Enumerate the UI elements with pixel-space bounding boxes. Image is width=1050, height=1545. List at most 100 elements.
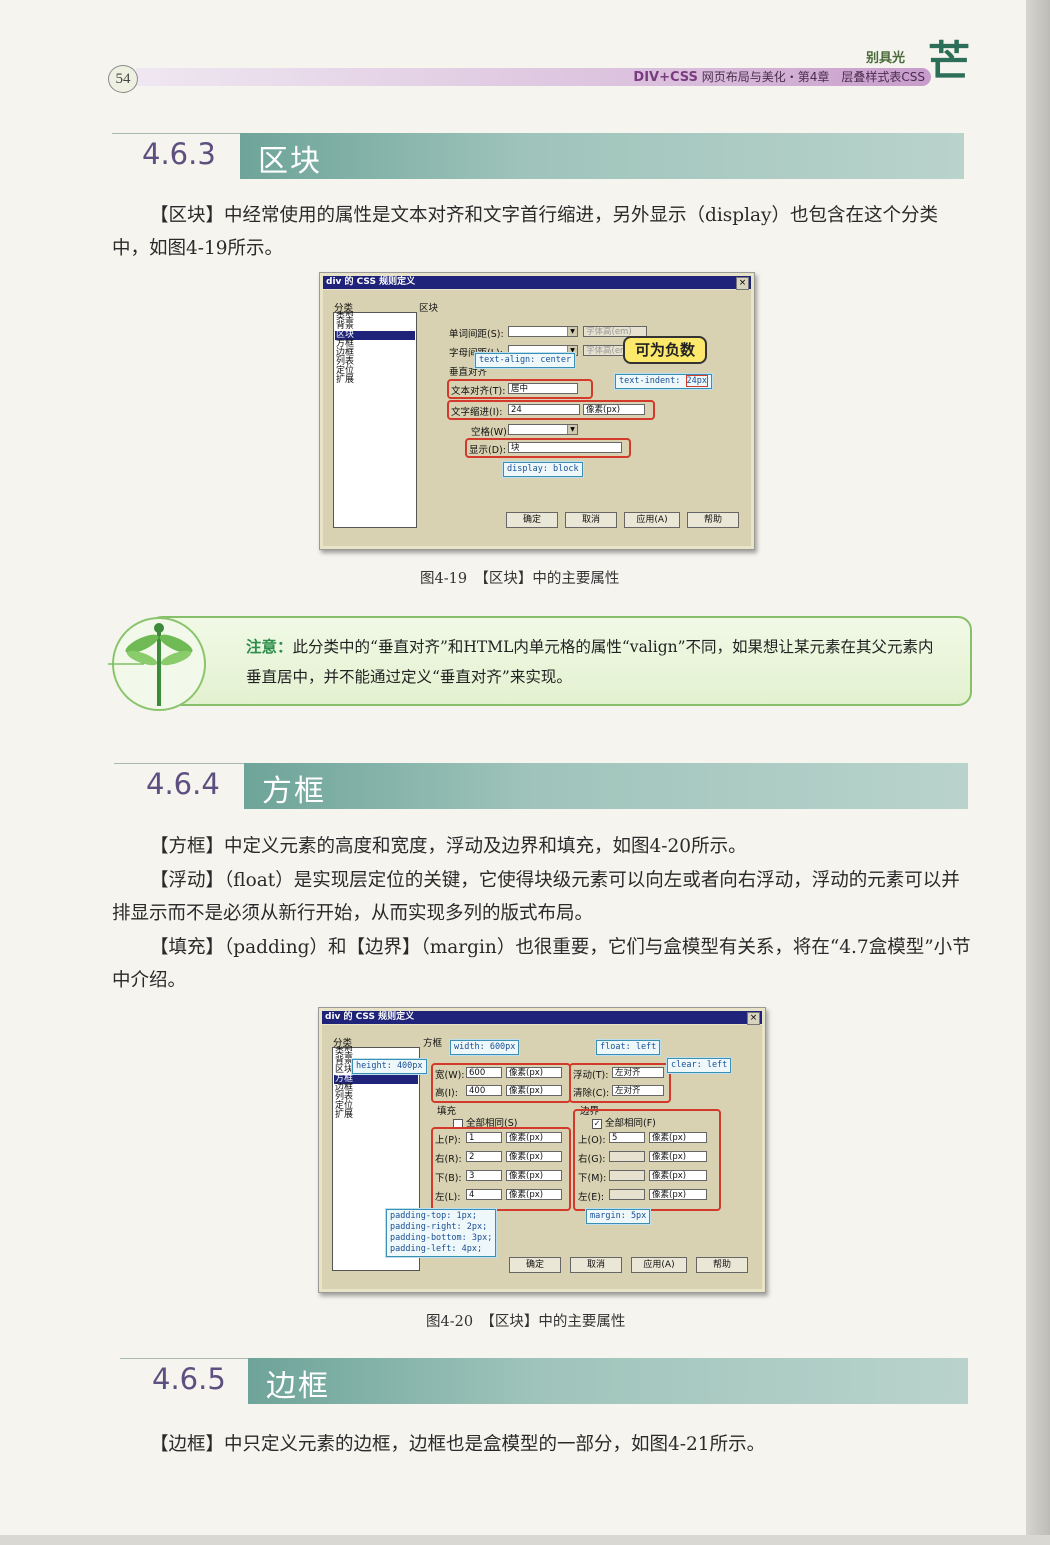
note-body: 此分类中的“垂直对齐”和HTML内单元格的属性“valign”不同，如果想让某元… — [246, 638, 934, 686]
note-text: 注意：此分类中的“垂直对齐”和HTML内单元格的属性“valign”不同，如果想… — [246, 632, 946, 692]
apply-button[interactable]: 应用(A) — [631, 1257, 687, 1273]
padding-same-label: 全部相同(S) — [466, 1118, 518, 1129]
height-input[interactable]: 400 — [466, 1085, 502, 1096]
section-title: 区块 — [258, 144, 322, 179]
ok-button[interactable]: 确定 — [506, 512, 558, 528]
pad-left-label: 左(L): — [435, 1192, 461, 1203]
pad-top-unit[interactable]: 像素(px) — [506, 1132, 562, 1143]
callout-text-indent-value: 24px — [685, 375, 709, 387]
category-item[interactable]: 定位 — [336, 366, 355, 376]
margin-right-unit[interactable]: 像素(px) — [649, 1151, 707, 1162]
category-item-selected[interactable]: 方框 — [335, 1074, 354, 1084]
margin-bottom-unit[interactable]: 像素(px) — [649, 1170, 707, 1181]
panel-header: 区块 — [419, 303, 439, 314]
cancel-button[interactable]: 取消 — [565, 512, 617, 528]
clear-select[interactable]: 左对齐 — [612, 1085, 664, 1096]
category-item[interactable]: 背景 — [335, 1056, 354, 1066]
cancel-button[interactable]: 取消 — [570, 1257, 622, 1273]
pad-bottom-unit[interactable]: 像素(px) — [506, 1170, 562, 1181]
display-select[interactable]: 块 — [508, 442, 622, 453]
category-list[interactable]: 类型 背景 区块 方框 边框 列表 定位 扩展 — [333, 312, 417, 528]
margin-left-input[interactable] — [609, 1189, 645, 1200]
pad-bottom-input[interactable]: 3 — [466, 1170, 502, 1181]
ok-button[interactable]: 确定 — [509, 1257, 561, 1273]
category-item[interactable]: 定位 — [335, 1101, 354, 1111]
help-button[interactable]: 帮助 — [696, 1257, 748, 1273]
selected-category-highlight — [334, 1075, 418, 1084]
highlight-display — [465, 438, 631, 458]
help-button[interactable]: 帮助 — [687, 512, 739, 528]
float-select[interactable]: 左对齐 — [612, 1067, 664, 1078]
pad-right-input[interactable]: 2 — [466, 1151, 502, 1162]
running-head-bar: DIV+CSS 网页布局与美化・第4章 层叠样式表CSS — [136, 68, 931, 86]
category-item[interactable]: 扩展 — [335, 1110, 354, 1120]
width-label: 宽(W): — [435, 1070, 465, 1081]
category-item[interactable]: 边框 — [336, 348, 355, 358]
highlight-float-clear — [569, 1063, 671, 1103]
callout-width: width: 600px — [450, 1040, 520, 1055]
section-title: 方框 — [262, 774, 326, 809]
heading-rule — [112, 133, 242, 134]
page-number: 54 — [108, 65, 138, 93]
book-series: DIV+CSS — [633, 70, 698, 85]
paragraph: 【边框】中只定义元素的边框，边框也是盒模型的一部分，如图4-21所示。 — [150, 1434, 766, 1455]
pad-left-input[interactable]: 4 — [466, 1189, 502, 1200]
negative-value-bubble: 可为负数 — [623, 336, 707, 364]
category-item[interactable]: 列表 — [335, 1092, 354, 1102]
dragonfly-icon — [108, 617, 206, 711]
margin-top-unit[interactable]: 像素(px) — [649, 1132, 707, 1143]
margin-same-checkbox[interactable]: ✓全部相同(F) — [592, 1115, 656, 1129]
margin-right-input[interactable] — [609, 1151, 645, 1162]
chevron-down-icon: ▼ — [567, 425, 577, 434]
margin-group-title: 边界 — [580, 1106, 600, 1117]
height-unit[interactable]: 像素(px) — [506, 1085, 562, 1096]
category-item[interactable]: 类型 — [336, 312, 355, 322]
page-gutter — [1026, 0, 1050, 1545]
close-icon[interactable]: × — [736, 277, 749, 290]
css-rule-dialog-block: div 的 CSS 规则定义 × 分类 区块 类型 背景 区块 方框 边框 列表… — [319, 272, 755, 550]
margin-top-input[interactable]: 5 — [609, 1132, 645, 1143]
text-align-select[interactable]: 居中 — [508, 383, 578, 394]
margin-right-label: 右(G): — [578, 1154, 606, 1165]
word-spacing-unit[interactable]: 字体高(em) — [583, 326, 647, 337]
pad-right-unit[interactable]: 像素(px) — [506, 1151, 562, 1162]
section-heading-464: 4.6.4 方框 — [114, 763, 968, 809]
category-item[interactable]: 方框 — [336, 339, 355, 349]
text-indent-input[interactable]: 24 — [508, 404, 580, 415]
category-item[interactable]: 扩展 — [336, 375, 355, 385]
category-item[interactable]: 边框 — [335, 1083, 354, 1093]
running-title: 网页布局与美化・第4章 层叠样式表CSS — [701, 70, 925, 84]
width-input[interactable]: 600 — [466, 1067, 502, 1078]
pad-top-label: 上(P): — [435, 1135, 461, 1146]
category-item[interactable]: 区块 — [335, 1065, 354, 1075]
pad-top-input[interactable]: 1 — [466, 1132, 502, 1143]
margin-bottom-label: 下(M): — [578, 1173, 607, 1184]
paragraph: 【填充】（padding）和【边界】（margin）也很重要，它们与盒模型有关系… — [112, 937, 971, 991]
category-item[interactable]: 列表 — [336, 357, 355, 367]
category-item[interactable]: 类型 — [335, 1047, 354, 1057]
word-spacing-select[interactable]: ▼ — [508, 326, 578, 337]
category-header: 分类 — [334, 303, 354, 314]
margin-left-unit[interactable]: 像素(px) — [649, 1189, 707, 1200]
section-number: 4.6.5 — [152, 1362, 226, 1396]
callout-text-align: text-align: center — [475, 353, 576, 368]
close-icon[interactable]: × — [747, 1012, 760, 1025]
checkbox-checked[interactable]: ✓ — [592, 1118, 602, 1129]
chevron-down-icon: ▼ — [567, 346, 577, 355]
apply-button[interactable]: 应用(A) — [624, 512, 680, 528]
callout-display: display: block — [503, 462, 583, 477]
section-title: 边框 — [266, 1369, 330, 1404]
category-item-selected[interactable]: 区块 — [336, 330, 355, 340]
margin-bottom-input[interactable] — [609, 1170, 645, 1181]
pad-left-unit[interactable]: 像素(px) — [506, 1189, 562, 1200]
brand-small: 别具光 — [866, 51, 906, 66]
running-head-text: DIV+CSS 网页布局与美化・第4章 层叠样式表CSS — [633, 68, 925, 87]
pad-right-label: 右(R): — [435, 1154, 462, 1165]
margin-same-label: 全部相同(F) — [605, 1118, 656, 1129]
whitespace-select[interactable]: ▼ — [508, 424, 578, 435]
section-heading-463: 4.6.3 区块 — [112, 133, 964, 179]
text-indent-unit[interactable]: 像素(px) — [583, 404, 645, 415]
category-item[interactable]: 背景 — [336, 321, 355, 331]
highlight-text-indent — [447, 400, 655, 420]
width-unit[interactable]: 像素(px) — [506, 1067, 562, 1078]
